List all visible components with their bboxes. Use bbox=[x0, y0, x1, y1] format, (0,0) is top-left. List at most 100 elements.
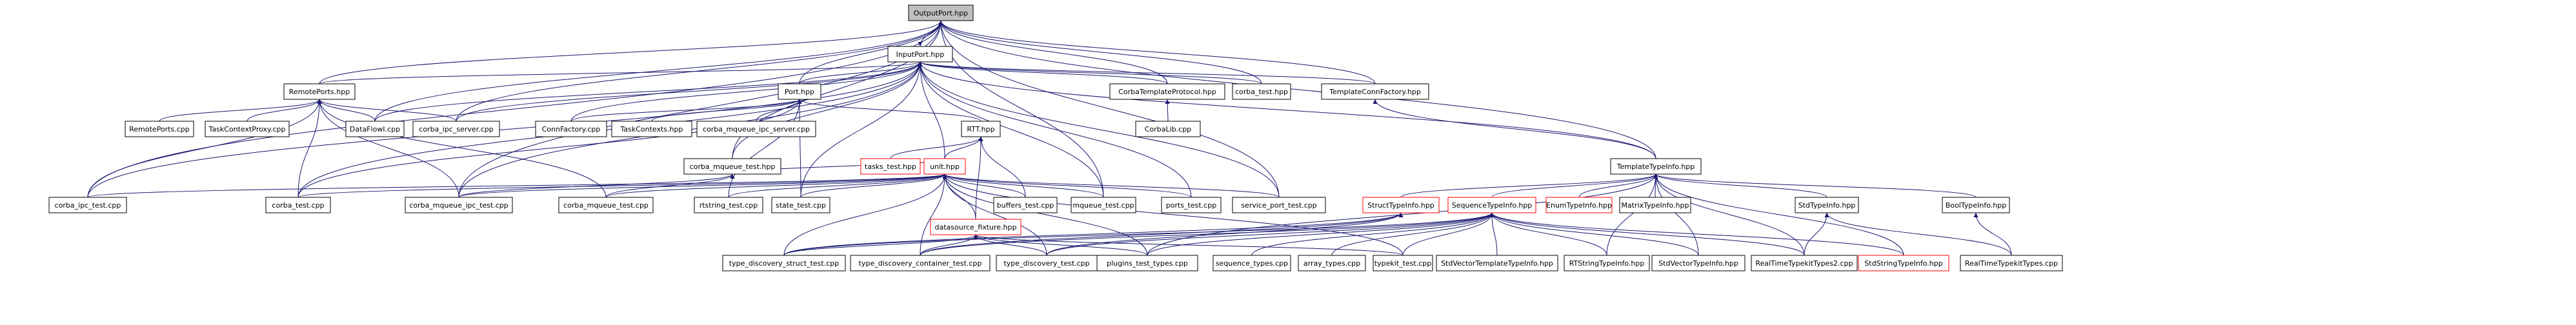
node-label-taskcontextproxy: TaskContextProxy.cpp bbox=[208, 125, 286, 133]
node-corba_ipc_test[interactable]: corba_ipc_test.cpp bbox=[48, 197, 127, 213]
edge-tasks_test-to-rtt_hpp bbox=[890, 136, 983, 159]
node-label-stdvectortypeinfo: StdVectorTypeInfo.hpp bbox=[1658, 259, 1738, 268]
node-connfactory[interactable]: ConnFactory.cpp bbox=[535, 121, 607, 137]
node-dataflow[interactable]: DataFlowI.cpp bbox=[345, 121, 405, 137]
node-structtypeinfo[interactable]: StructTypeInfo.hpp bbox=[1362, 197, 1440, 213]
edge-corba_mqueue_test_cpp-to-remoteports_hpp bbox=[317, 99, 607, 198]
edge-corba_mqueue_test_hpp-to-inputport bbox=[732, 61, 923, 159]
node-mqueue_test[interactable]: mqueue_test.cpp bbox=[1071, 197, 1136, 213]
node-realtimetypekittypes[interactable]: RealTimeTypekitTypes.cpp bbox=[1960, 255, 2063, 271]
edge-type_discovery_container_test-to-structtypeinfo bbox=[920, 212, 1404, 256]
node-stdvectortemplatetypeinfo[interactable]: StdVectorTemplateTypeInfo.hpp bbox=[1436, 255, 1558, 271]
node-label-service_port_test: service_port_test.cpp bbox=[1241, 201, 1317, 210]
edge-sequencetypeinfo-to-templatetypeinfo bbox=[1491, 173, 1658, 198]
edge-mqueue_test-to-inputport bbox=[918, 61, 1104, 198]
node-outputport[interactable]: OutputPort.hpp bbox=[908, 5, 974, 21]
edge-plugins_test_types-to-sequencetypeinfo bbox=[1147, 212, 1494, 256]
edge-dataflow-to-inputport bbox=[374, 61, 923, 122]
node-label-plugins_test_types: plugins_test_types.cpp bbox=[1107, 259, 1188, 268]
node-realtimetypekittypes2[interactable]: RealTimeTypekitTypes2.cpp bbox=[1751, 255, 1858, 271]
node-corba_mqueue_ipc_server[interactable]: corba_mqueue_ipc_server.cpp bbox=[696, 121, 816, 137]
node-corba_test_hpp[interactable]: corba_test.hpp bbox=[1232, 83, 1291, 100]
node-corbatemplateprotocol[interactable]: CorbaTemplateProtocol.hpp bbox=[1109, 83, 1225, 100]
node-label-corba_ipc_test: corba_ipc_test.cpp bbox=[55, 201, 121, 210]
node-rtt_hpp[interactable]: RTT.hpp bbox=[961, 121, 1001, 137]
node-sequencetypeinfo[interactable]: SequenceTypeInfo.hpp bbox=[1447, 197, 1536, 213]
node-remoteports_hpp[interactable]: RemotePorts.hpp bbox=[283, 83, 356, 100]
node-box-datasource_fixture bbox=[930, 219, 1021, 235]
node-box-enumtypeinfo bbox=[1545, 197, 1613, 213]
edge-plugins_test_types-to-templatetypeinfo bbox=[1147, 173, 1658, 256]
node-label-type_discovery_container_test: type_discovery_container_test.cpp bbox=[859, 259, 982, 268]
node-corba_test_cpp[interactable]: corba_test.cpp bbox=[265, 197, 331, 213]
node-templatetypeinfo[interactable]: TemplateTypeInfo.hpp bbox=[1610, 158, 1702, 175]
node-tasks_test[interactable]: tasks_test.hpp bbox=[860, 158, 921, 175]
node-type_discovery_struct_test[interactable]: type_discovery_struct_test.cpp bbox=[722, 255, 846, 271]
node-corba_mqueue_test_hpp[interactable]: corba_mqueue_test.hpp bbox=[683, 158, 781, 175]
node-stdstringtypeinfo[interactable]: StdStringTypeInfo.hpp bbox=[1858, 255, 1949, 271]
edge-realtimetypekittypes2-to-stdtypeinfo bbox=[1804, 212, 1829, 256]
node-box-corba_ipc_test bbox=[48, 197, 127, 213]
edge-templateconnfactory-to-inputport bbox=[918, 61, 1376, 84]
edge-realtimetypekittypes2-to-sequencetypeinfo bbox=[1489, 212, 1805, 256]
node-corba_mqueue_ipc_test[interactable]: corba_mqueue_ipc_test.cpp bbox=[405, 197, 513, 213]
node-unit_hpp[interactable]: unit.hpp bbox=[923, 158, 966, 175]
node-templateconnfactory[interactable]: TemplateConnFactory.hpp bbox=[1321, 83, 1429, 100]
node-buffers_test[interactable]: buffers_test.cpp bbox=[993, 197, 1058, 213]
edge-unit_hpp-to-inputport bbox=[918, 61, 945, 159]
node-box-rtt_hpp bbox=[961, 121, 1001, 137]
node-booltypeinfo[interactable]: BoolTypeInfo.hpp bbox=[1942, 197, 2010, 213]
node-stdtypeinfo[interactable]: StdTypeInfo.hpp bbox=[1795, 197, 1859, 213]
node-rtstring_test[interactable]: rtstring_test.cpp bbox=[694, 197, 763, 213]
node-box-unit_hpp bbox=[923, 158, 966, 175]
node-corbalib[interactable]: CorbaLib.cpp bbox=[1135, 121, 1201, 137]
node-sequence_types[interactable]: sequence_types.cpp bbox=[1213, 255, 1291, 271]
node-service_port_test[interactable]: service_port_test.cpp bbox=[1232, 197, 1326, 213]
node-label-matrixtypeinfo: MatrixTypeInfo.hpp bbox=[1622, 201, 1689, 210]
node-box-structtypeinfo bbox=[1362, 197, 1440, 213]
node-box-taskcontexts bbox=[611, 121, 692, 137]
node-datasource_fixture[interactable]: datasource_fixture.hpp bbox=[930, 219, 1021, 235]
node-matrixtypeinfo[interactable]: MatrixTypeInfo.hpp bbox=[1619, 197, 1691, 213]
node-stdvectortypeinfo[interactable]: StdVectorTypeInfo.hpp bbox=[1651, 255, 1746, 271]
node-box-tasks_test bbox=[860, 158, 921, 175]
node-label-enumtypeinfo: EnumTypeInfo.hpp bbox=[1546, 201, 1612, 210]
edge-type_discovery_struct_test-to-sequencetypeinfo bbox=[783, 212, 1494, 256]
node-label-outputport: OutputPort.hpp bbox=[914, 9, 968, 17]
edge-state_test-to-inputport bbox=[800, 61, 923, 198]
node-taskcontexts[interactable]: TaskContexts.hpp bbox=[611, 121, 692, 137]
node-typekit_test[interactable]: typekit_test.cpp bbox=[1373, 255, 1433, 271]
node-label-realtimetypekittypes: RealTimeTypekitTypes.cpp bbox=[1965, 259, 2058, 268]
edge-templatetypeinfo-to-outputport bbox=[938, 20, 1656, 159]
node-label-type_discovery_test: type_discovery_test.cpp bbox=[1003, 259, 1089, 268]
node-port_hpp[interactable]: Port.hpp bbox=[778, 83, 821, 100]
node-corba_ipc_server[interactable]: corba_ipc_server.cpp bbox=[412, 121, 500, 137]
node-state_test[interactable]: state_test.cpp bbox=[771, 197, 830, 213]
node-ports_test[interactable]: ports_test.cpp bbox=[1161, 197, 1222, 213]
node-enumtypeinfo[interactable]: EnumTypeInfo.hpp bbox=[1545, 197, 1613, 213]
node-plugins_test_types[interactable]: plugins_test_types.cpp bbox=[1096, 255, 1198, 271]
node-box-outputport bbox=[908, 5, 974, 21]
node-box-type_discovery_struct_test bbox=[722, 255, 846, 271]
node-type_discovery_container_test[interactable]: type_discovery_container_test.cpp bbox=[850, 255, 991, 271]
node-box-sequence_types bbox=[1213, 255, 1291, 271]
node-box-corba_test_cpp bbox=[265, 197, 331, 213]
node-corba_mqueue_test_cpp[interactable]: corba_mqueue_test.cpp bbox=[558, 197, 654, 213]
node-rtstringtypeinfo[interactable]: RTStringTypeInfo.hpp bbox=[1564, 255, 1650, 271]
edge-corba_test_hpp-to-inputport bbox=[918, 61, 1262, 84]
edge-type_discovery_test-to-structtypeinfo bbox=[1046, 212, 1404, 256]
node-taskcontextproxy[interactable]: TaskContextProxy.cpp bbox=[205, 121, 290, 137]
node-label-connfactory: ConnFactory.cpp bbox=[542, 125, 600, 133]
node-type_discovery_test[interactable]: type_discovery_test.cpp bbox=[996, 255, 1098, 271]
edge-booltypeinfo-to-templatetypeinfo bbox=[1653, 173, 1977, 198]
edge-realtimetypekittypes-to-booltypeinfo bbox=[1973, 212, 2012, 256]
edge-realtimetypekittypes2-to-templatetypeinfo bbox=[1653, 173, 1805, 256]
node-inputport[interactable]: InputPort.hpp bbox=[887, 46, 953, 63]
node-remoteports_cpp[interactable]: RemotePorts.cpp bbox=[125, 121, 194, 137]
node-array_types[interactable]: array_types.cpp bbox=[1298, 255, 1366, 271]
node-box-matrixtypeinfo bbox=[1619, 197, 1691, 213]
node-box-corba_mqueue_test_cpp bbox=[558, 197, 654, 213]
node-label-stdvectortemplatetypeinfo: StdVectorTemplateTypeInfo.hpp bbox=[1441, 259, 1553, 268]
node-label-templateconnfactory: TemplateConnFactory.hpp bbox=[1329, 88, 1421, 96]
